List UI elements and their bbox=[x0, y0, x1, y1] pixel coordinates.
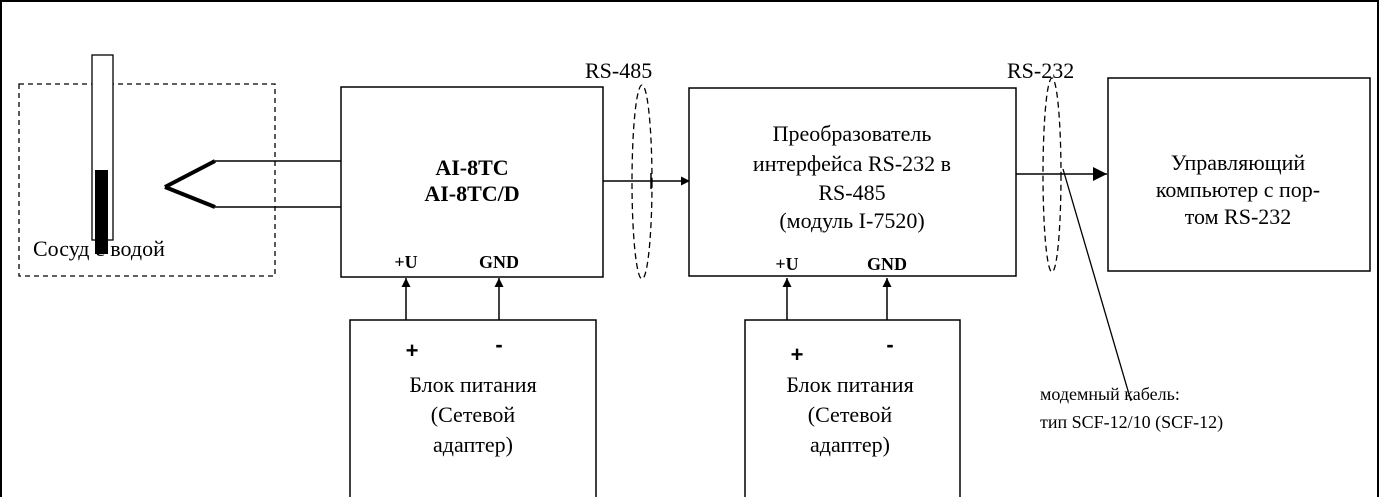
psu1-line-3: адаптер) bbox=[433, 432, 513, 457]
vessel-label: Сосуд с водой bbox=[33, 236, 165, 261]
control-computer: Управляющий компьютер с пор- том RS-232 bbox=[1107, 77, 1371, 272]
vessel-dashed-box bbox=[18, 83, 276, 277]
thermometer-bulb bbox=[95, 170, 108, 254]
water-vessel: Сосуд с водой bbox=[18, 54, 276, 277]
module-plus-u-label: +U bbox=[394, 252, 417, 272]
psu1-plus-sign: + bbox=[406, 338, 419, 363]
converter-line-4: (модуль I-7520) bbox=[779, 208, 924, 233]
cable-note-line-1: модемный кабель: bbox=[1040, 384, 1180, 404]
rs485-bus: RS-485 bbox=[585, 58, 690, 280]
psu2-line-2: (Сетевой bbox=[808, 402, 893, 427]
power-supply-1: + - Блок питания (Сетевой адаптер) bbox=[349, 278, 597, 497]
ai-8tc-module: AI-8TC AI-8TC/D +U GND bbox=[340, 86, 604, 278]
psu2-plus-sign: + bbox=[791, 342, 804, 367]
psu1-minus-sign: - bbox=[495, 332, 502, 357]
module-title-1: AI-8TC bbox=[435, 155, 508, 180]
converter-line-1: Преобразователь bbox=[773, 121, 932, 146]
rs232-label: RS-232 bbox=[1007, 58, 1074, 83]
rs232-cable-ellipse bbox=[1042, 77, 1062, 273]
converter-line-2: интерфейса RS-232 в bbox=[753, 151, 951, 176]
rs485-label: RS-485 bbox=[585, 58, 652, 83]
power-supply-2: + - Блок питания (Сетевой адаптер) bbox=[744, 278, 961, 497]
converter-plus-u-label: +U bbox=[775, 254, 798, 274]
computer-box bbox=[1107, 77, 1371, 272]
cable-note: модемный кабель: тип SCF-12/10 (SCF-12) bbox=[1040, 384, 1223, 433]
computer-line-1: Управляющий bbox=[1171, 150, 1306, 175]
converter-line-3: RS-485 bbox=[818, 180, 885, 205]
psu2-box bbox=[744, 319, 961, 497]
module-gnd-label: GND bbox=[479, 252, 519, 272]
rs485-cable-ellipse bbox=[631, 84, 653, 280]
converter-i7520: Преобразователь интерфейса RS-232 в RS-4… bbox=[688, 87, 1017, 277]
computer-line-2: компьютер с пор- bbox=[1156, 177, 1320, 202]
psu2-line-3: адаптер) bbox=[810, 432, 890, 457]
converter-gnd-label: GND bbox=[867, 254, 907, 274]
computer-line-3: том RS-232 bbox=[1185, 204, 1292, 229]
converter-box bbox=[688, 87, 1017, 277]
cable-note-line-2: тип SCF-12/10 (SCF-12) bbox=[1040, 412, 1223, 433]
psu2-line-1: Блок питания bbox=[786, 372, 913, 397]
module-title-2: AI-8TC/D bbox=[424, 181, 519, 206]
psu2-minus-sign: - bbox=[886, 332, 893, 357]
rs232-bus: RS-232 bbox=[1007, 58, 1132, 402]
psu1-box bbox=[349, 319, 597, 497]
psu1-line-2: (Сетевой bbox=[431, 402, 516, 427]
ai-8tc-box bbox=[340, 86, 604, 278]
thermocouple bbox=[164, 159, 342, 209]
cable-leader-line bbox=[1062, 168, 1132, 402]
psu1-line-1: Блок питания bbox=[409, 372, 536, 397]
